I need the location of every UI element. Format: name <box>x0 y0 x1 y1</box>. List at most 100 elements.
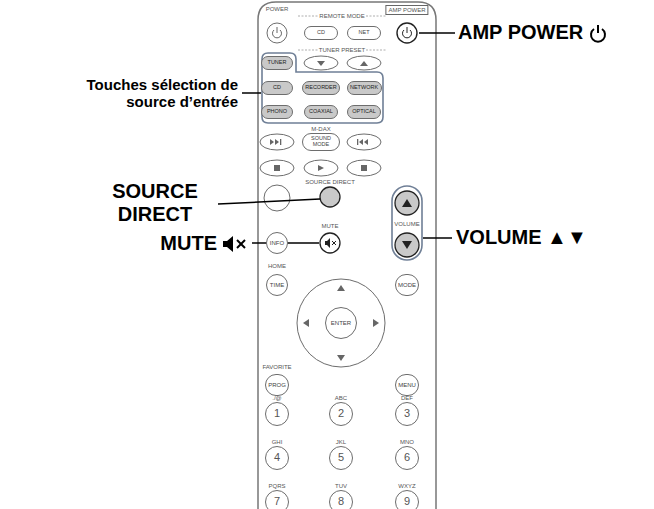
remote-button: CD <box>304 26 338 40</box>
button-label: NETWORK <box>350 85 378 91</box>
callout: MUTE <box>160 232 248 255</box>
button-label: TUNER <box>268 60 287 66</box>
button-text-group: 1 <box>274 408 280 420</box>
button-caption: FAVORITE <box>262 364 291 370</box>
key-letters: DEF <box>401 395 413 401</box>
power-icons <box>273 27 412 38</box>
remote-button: PROG <box>265 374 289 396</box>
group-caption: REMOTE MODE <box>319 13 364 19</box>
remote-button: 3 <box>395 402 419 426</box>
button-symbols <box>270 61 412 361</box>
remote-button: TUNER <box>261 56 293 70</box>
remote-button: OPTICAL <box>347 105 381 119</box>
remote-button: 8 <box>329 490 353 509</box>
button-text-group: RECORDER <box>305 85 336 91</box>
mute-cross <box>332 241 336 245</box>
button-text-group: ENTER <box>331 320 351 326</box>
callout-label: AMP POWER <box>458 21 583 44</box>
key-letters: TUV <box>335 483 347 489</box>
button-label: 3 <box>404 408 410 420</box>
remote-button: 7 <box>265 490 289 509</box>
button-text-group: 7 <box>274 496 280 508</box>
button-text-group: MODE <box>398 282 416 288</box>
button-text-group: 4 <box>274 452 280 464</box>
callout: AMP POWER <box>458 21 607 44</box>
remote-button: TIME <box>266 274 288 296</box>
button-label: CD <box>317 30 325 36</box>
remote-button: ENTER <box>325 307 357 339</box>
button-label: 7 <box>274 496 280 508</box>
button-label: COAXIAL <box>309 109 333 115</box>
group-caption: TUNER PRESET <box>319 47 365 53</box>
callout-label: SOURCE DIRECT <box>112 180 198 225</box>
button-label: 5 <box>338 452 344 464</box>
button-text-group: TUNER <box>268 60 287 66</box>
button-caption: MUTE <box>322 223 339 229</box>
callout: VOLUME ▲▼ <box>456 226 587 249</box>
button-label: OPTICAL <box>352 109 376 115</box>
power-symbol <box>589 23 607 43</box>
button-label: PHONO <box>267 109 287 115</box>
button-label: 8 <box>338 496 344 508</box>
button-text-group: COAXIAL <box>309 109 333 115</box>
callout-label: Touches sélection de source d’entrée <box>87 76 238 110</box>
key-letters: ./@ <box>272 395 281 401</box>
button-text-group: CD <box>317 30 325 36</box>
button-caption: HOME <box>268 263 286 269</box>
button-label: 1 <box>274 408 280 420</box>
callout-label: VOLUME ▲▼ <box>456 226 587 248</box>
button-label: NET <box>359 30 370 36</box>
remote-button: COAXIAL <box>304 105 338 119</box>
button-text-group: CD <box>273 85 281 91</box>
button-text-group: PHONO <box>267 109 287 115</box>
volume-highlight <box>392 186 422 260</box>
button-caption: M-DAX <box>311 126 330 132</box>
button-text-group: 9 <box>404 496 410 508</box>
button-text-group: 5 <box>338 452 344 464</box>
remote-button: 6 <box>395 446 419 470</box>
key-letters: PQRS <box>268 483 285 489</box>
remote-button: 4 <box>265 446 289 470</box>
remote-button: 2 <box>329 402 353 426</box>
remote-button: CD <box>261 81 293 95</box>
remote-button: 1 <box>265 402 289 426</box>
key-letters: ABC <box>335 395 347 401</box>
remote-button: 9 <box>395 490 419 509</box>
button-label: MODE <box>398 282 416 288</box>
remote-button: MODE <box>395 274 419 296</box>
button-text-group: MENU <box>398 382 416 388</box>
remote-button: PHONO <box>261 105 293 119</box>
button-caption: POWER <box>266 6 289 12</box>
button-label: TIME <box>270 282 284 288</box>
callout: SOURCE DIRECT <box>95 180 215 226</box>
remote-button: INFO <box>266 232 288 254</box>
remote-button: 5 <box>329 446 353 470</box>
button-text-group: PROG <box>268 382 286 388</box>
remote-button: MENU <box>395 374 419 396</box>
button-text-group: INFO <box>270 240 284 246</box>
button-text-group: 2 <box>338 408 344 420</box>
source-highlight <box>262 53 383 123</box>
button-text-group: 6 <box>404 452 410 464</box>
button-text-group: NETWORK <box>350 85 378 91</box>
key-letters: GHI <box>272 439 283 445</box>
button-text-group: SOUND MODE <box>303 136 339 148</box>
remote-body <box>258 2 436 509</box>
callout-label: MUTE <box>160 232 217 255</box>
key-letters: WXYZ <box>398 483 415 489</box>
button-label: MENU <box>398 382 416 388</box>
remote-button: SOUND MODE <box>302 133 340 151</box>
remote-button: NETWORK <box>347 81 382 95</box>
key-letters: JKL <box>336 439 346 445</box>
button-label: 9 <box>404 496 410 508</box>
plain-buttons <box>260 23 419 367</box>
button-label: 2 <box>338 408 344 420</box>
button-text-group: OPTICAL <box>352 109 376 115</box>
button-label: ENTER <box>331 320 351 326</box>
key-letters: MNO <box>400 439 414 445</box>
mute-symbol <box>222 234 248 254</box>
group-lines <box>298 16 386 50</box>
callout: Touches sélection de source d’entrée <box>78 76 238 111</box>
button-text-group: TIME <box>270 282 284 288</box>
button-label: 4 <box>274 452 280 464</box>
